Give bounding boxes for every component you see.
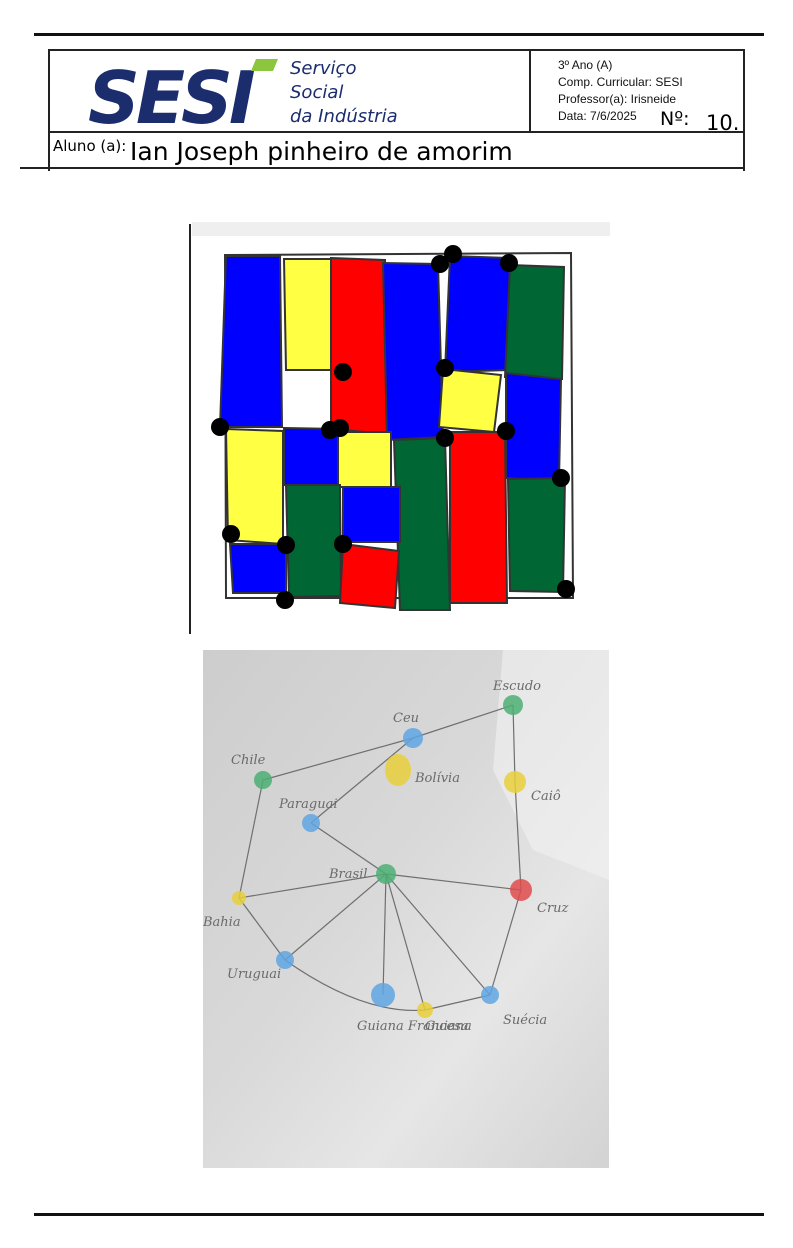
region-red (449, 431, 509, 604)
pencil-labels: Escudo Ceu Chile Paraguai Bolívia Caiô B… (203, 679, 569, 1034)
svg-text:Uruguai: Uruguai (227, 967, 281, 982)
region-red (330, 256, 390, 436)
student-name: Ian Joseph pinheiro de amorim (130, 137, 513, 166)
bottom-rule (34, 1213, 764, 1216)
svg-text:Chile: Chile (231, 753, 266, 768)
class-line: 3º Ano (A) (558, 58, 613, 72)
student-label: Aluno (a): (53, 137, 127, 155)
svg-text:Guiana: Guiana (425, 1019, 472, 1034)
svg-text:Escudo: Escudo (492, 679, 541, 694)
svg-text:Paraguai: Paraguai (278, 797, 337, 812)
region-green (506, 476, 567, 594)
region-blue (381, 261, 445, 442)
name-underline (20, 167, 745, 169)
brand-line-2: Social (290, 82, 344, 103)
svg-text:Cruz: Cruz (537, 901, 569, 916)
region-blue (218, 255, 284, 428)
number-label: Nº: (660, 108, 690, 130)
svg-text:Ceu: Ceu (393, 711, 419, 726)
date-line: Data: 7/6/2025 (558, 109, 637, 123)
curriculum-line: Comp. Curricular: SESI (558, 75, 683, 89)
header-divider (529, 49, 531, 133)
sesi-logo-accent (251, 59, 278, 71)
region-green (284, 484, 343, 599)
student-name-row (48, 133, 745, 171)
number-value: 10. (706, 111, 740, 135)
brand-line-1: Serviço (290, 58, 357, 79)
svg-text:Suécia: Suécia (503, 1013, 547, 1028)
hand-drawn-graph-photo: Escudo Ceu Chile Paraguai Bolívia Caiô B… (203, 650, 609, 1168)
region-blue (228, 543, 287, 594)
colored-rectangles-map (189, 222, 610, 636)
region-blue (443, 254, 512, 374)
svg-text:Bolívia: Bolívia (414, 771, 460, 786)
region-red (338, 542, 401, 610)
svg-text:Brasil: Brasil (328, 867, 368, 882)
region-yellow (337, 431, 392, 488)
vertex-dots (211, 245, 575, 609)
sesi-logo-text: SESI (88, 57, 255, 129)
brand-line-3: da Indústria (290, 106, 398, 127)
region-blue (342, 486, 401, 543)
teacher-line: Professor(a): Irisneide (558, 92, 677, 106)
svg-text:Caiô: Caiô (531, 789, 561, 804)
region-green (503, 263, 566, 381)
region-yellow (437, 367, 503, 434)
brand-name: Serviço Social da Indústria (290, 57, 398, 129)
svg-text:Bahia: Bahia (203, 915, 241, 930)
region-green (392, 436, 452, 611)
top-rule (34, 33, 764, 36)
svg-text:Guiana Francesa: Guiana Francesa (357, 1019, 469, 1034)
sesi-logo: SESI (88, 57, 278, 129)
header-info: 3º Ano (A) Comp. Curricular: SESI Profes… (558, 57, 683, 125)
header-box (48, 49, 745, 133)
